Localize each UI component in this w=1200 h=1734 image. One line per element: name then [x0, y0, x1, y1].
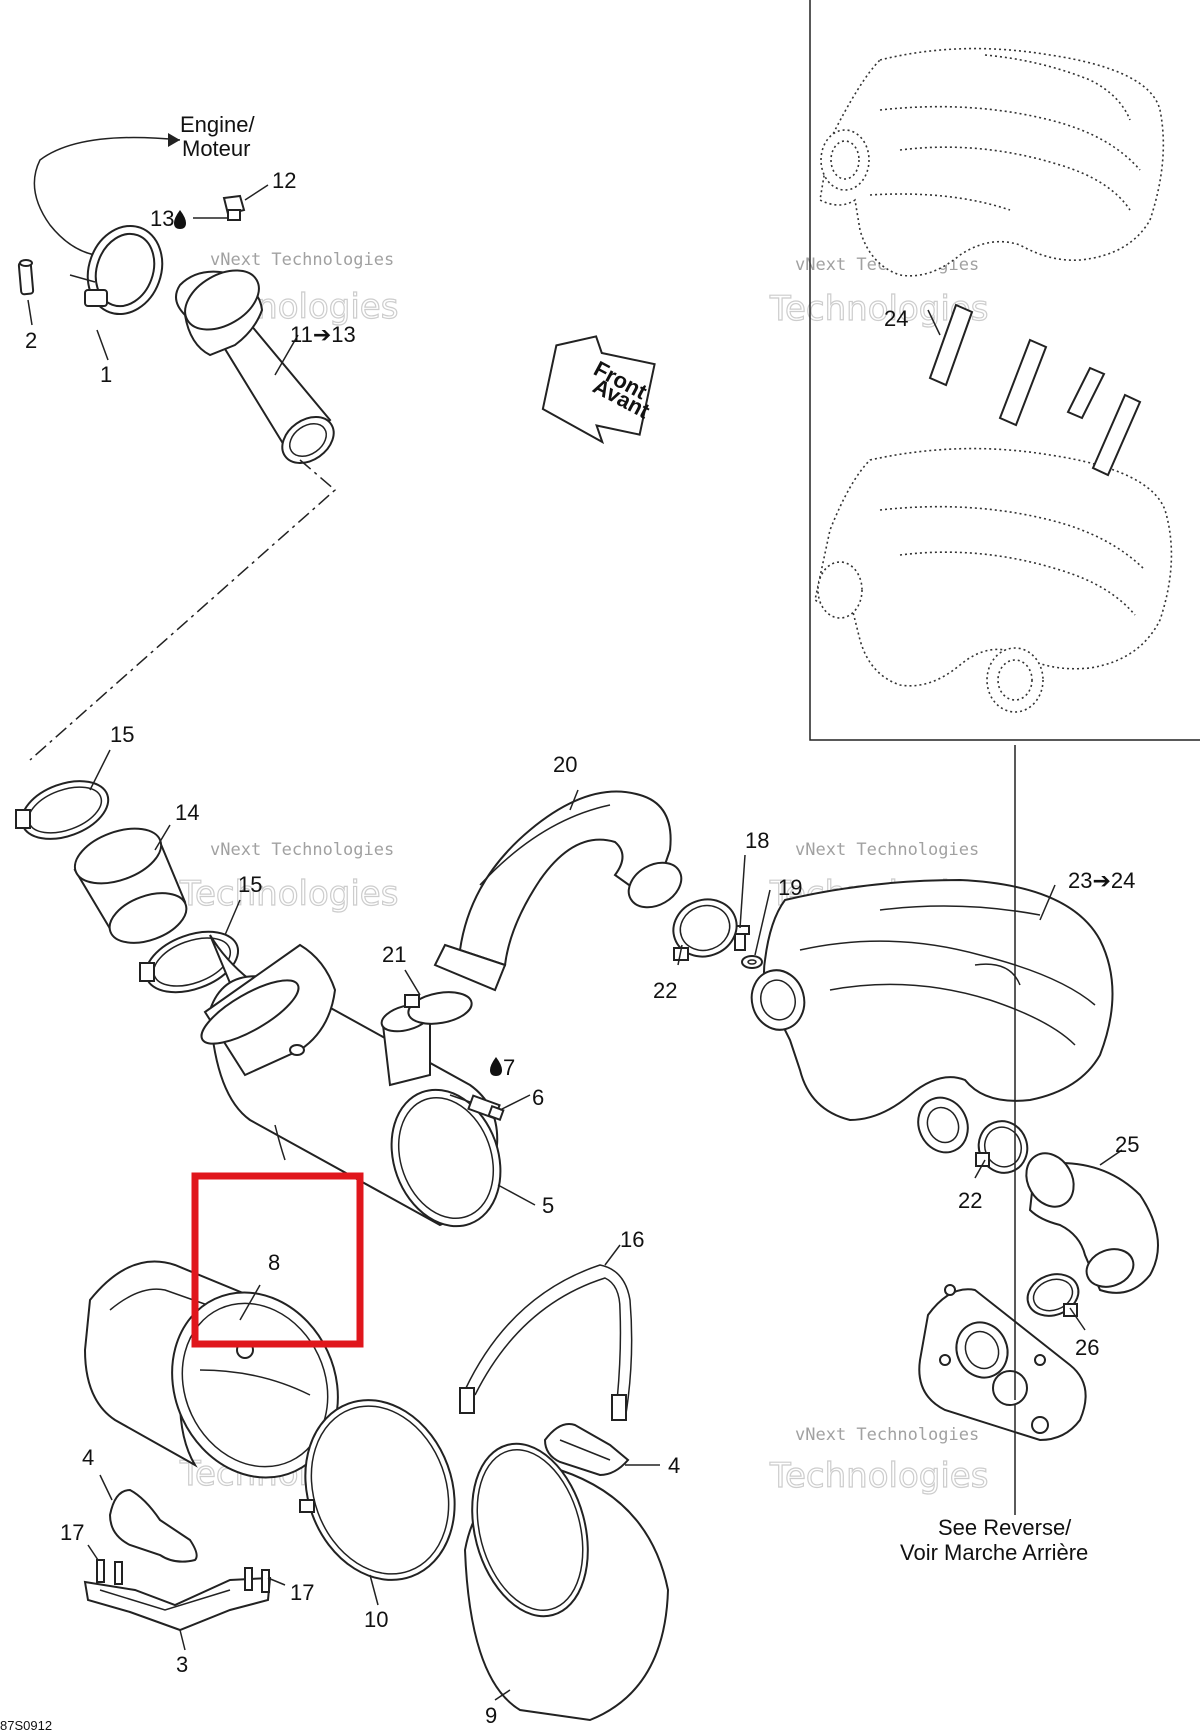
watermark-middle-left: Technologies vNext Technologies — [178, 840, 399, 915]
callout-21: 21 — [382, 942, 406, 967]
svg-text:Technologies: Technologies — [179, 874, 398, 914]
engine-arrow-line — [33, 136, 181, 256]
svg-text:Technologies: Technologies — [769, 1456, 988, 1496]
callout-16: 16 — [620, 1227, 644, 1252]
part-12-plug — [222, 194, 246, 221]
part-23-muffler — [750, 878, 1114, 1154]
part-6-sensor — [449, 1094, 505, 1122]
callout-3: 3 — [176, 1652, 188, 1677]
callout-25: 25 — [1115, 1132, 1139, 1157]
callout-18: 18 — [745, 828, 769, 853]
inset-muffler-bottom — [814, 447, 1173, 713]
part-16-strap — [459, 1264, 633, 1421]
callout-13: 13 — [150, 206, 174, 231]
callout-22-lower: 22 — [958, 1188, 982, 1213]
part-15-clamp-upper — [15, 780, 110, 840]
callout-19: 19 — [778, 875, 802, 900]
callout-24: 24 — [884, 306, 908, 331]
part-4-bracket-right — [543, 1423, 630, 1477]
leader-lines — [27, 184, 1123, 1701]
part-19-washer — [741, 955, 763, 969]
callout-15-upper: 15 — [110, 722, 134, 747]
highlight-box — [191, 1172, 364, 1348]
part-3-rail — [83, 1576, 272, 1632]
diagram-code: 87S0912 — [0, 1718, 52, 1733]
callout-4-right: 4 — [668, 1453, 680, 1478]
watermark-bottom-right: Technologies vNext Technologies — [768, 1425, 989, 1497]
callout-22-upper: 22 — [653, 978, 677, 1003]
reverse-label-line2: Voir Marche Arrière — [900, 1540, 1088, 1565]
callout-1: 1 — [100, 362, 112, 387]
engine-arrowhead — [168, 133, 180, 147]
part-22-clamp-upper — [672, 898, 738, 961]
part-14-sleeve — [73, 827, 188, 944]
part-24-strips — [928, 303, 1142, 477]
svg-text:vNext Technologies: vNext Technologies — [210, 840, 394, 860]
part-20-elbow-pipe — [433, 790, 683, 992]
part-25-elbow — [1025, 1152, 1159, 1294]
droplet-icon — [490, 1057, 502, 1076]
part-21-clamp — [404, 991, 473, 1025]
callout-7: 7 — [503, 1055, 515, 1080]
callout-23: 23➔24 — [1068, 868, 1135, 893]
part-9-end-cap — [463, 1442, 670, 1722]
callout-6: 6 — [532, 1085, 544, 1110]
svg-text:vNext Technologies: vNext Technologies — [210, 250, 394, 270]
front-arrow: Front Avant — [541, 335, 656, 445]
routing-line-11-to-15 — [29, 459, 337, 761]
part-2-pin — [17, 259, 35, 296]
engine-label-line1: Engine/ — [180, 112, 256, 137]
inset-frame — [809, 0, 1200, 741]
callout-12: 12 — [272, 168, 296, 193]
engine-label-line2: Moteur — [182, 136, 250, 161]
droplet-icon — [174, 210, 186, 229]
part-22-clamp-lower — [975, 1120, 1029, 1174]
callout-8: 8 — [268, 1250, 280, 1275]
svg-text:vNext Technologies: vNext Technologies — [795, 1425, 979, 1445]
callout-11: 11➔13 — [290, 322, 356, 347]
callout-4-left: 4 — [82, 1445, 94, 1470]
callout-9: 9 — [485, 1703, 497, 1728]
reverse-label-line1: See Reverse/ — [938, 1515, 1072, 1540]
callout-15-lower: 15 — [238, 872, 262, 897]
callout-26: 26 — [1075, 1335, 1099, 1360]
callout-17-right: 17 — [290, 1580, 314, 1605]
callout-17-left: 17 — [60, 1520, 84, 1545]
callout-2: 2 — [25, 328, 37, 353]
part-11-pipe — [175, 269, 335, 464]
part-5-muffler — [200, 934, 502, 1228]
svg-text:vNext Technologies: vNext Technologies — [795, 840, 979, 860]
callout-10: 10 — [364, 1607, 388, 1632]
callout-14: 14 — [175, 800, 199, 825]
part-10-clamp-ring — [299, 1399, 456, 1581]
part-1-clamp — [69, 224, 164, 316]
inset-muffler-top — [819, 47, 1165, 277]
part-4-bracket-left — [108, 1488, 198, 1563]
part-17-bolts — [96, 1559, 270, 1593]
reverse-plate — [918, 1284, 1087, 1442]
callout-20: 20 — [553, 752, 577, 777]
callout-5: 5 — [542, 1193, 554, 1218]
